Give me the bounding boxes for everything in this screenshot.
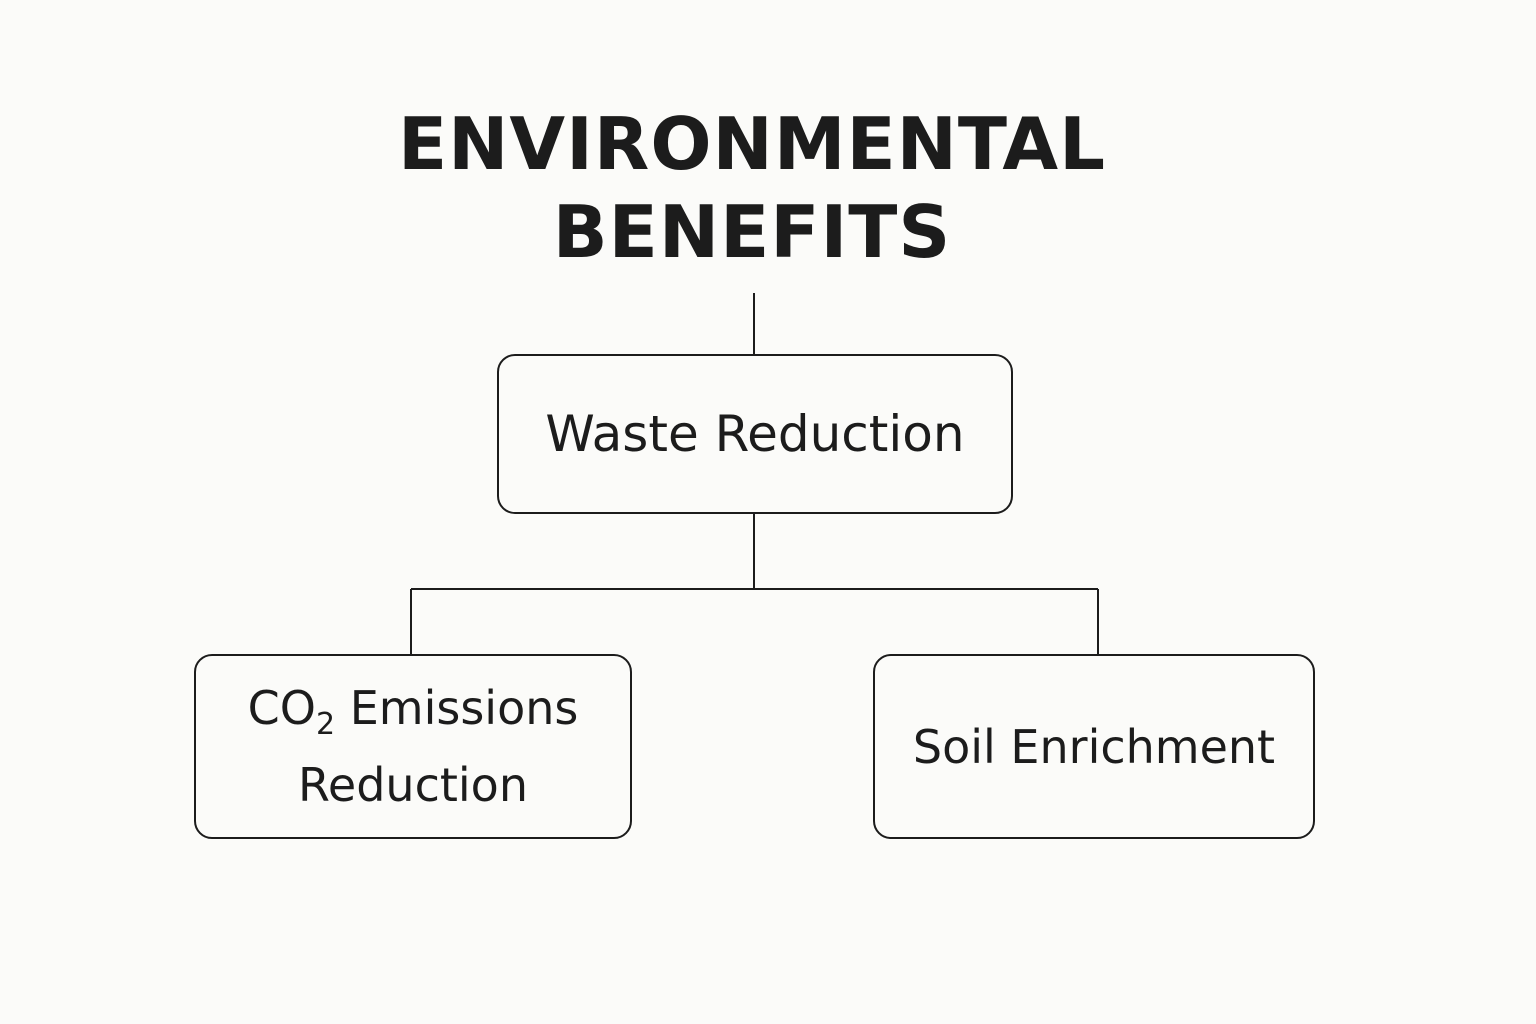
node-co2-label-line-1: CO2 Emissions: [247, 680, 579, 743]
node-co2-label-line-2: Reduction: [298, 758, 528, 813]
node-waste-reduction: Waste Reduction: [497, 354, 1013, 514]
node-soil-enrichment-label: Soil Enrichment: [912, 719, 1276, 774]
diagram-title: ENVIRONMENTAL BENEFITS: [352, 100, 1152, 276]
title-line-1: ENVIRONMENTAL: [397, 102, 1107, 186]
node-waste-reduction-label: Waste Reduction: [545, 405, 965, 463]
node-co2-emissions-reduction: CO2 Emissions Reduction: [194, 654, 632, 839]
node-soil-enrichment: Soil Enrichment: [873, 654, 1315, 839]
node-co2-emissions-reduction-label: CO2 Emissions Reduction: [248, 678, 579, 815]
title-line-2: BENEFITS: [552, 190, 952, 274]
